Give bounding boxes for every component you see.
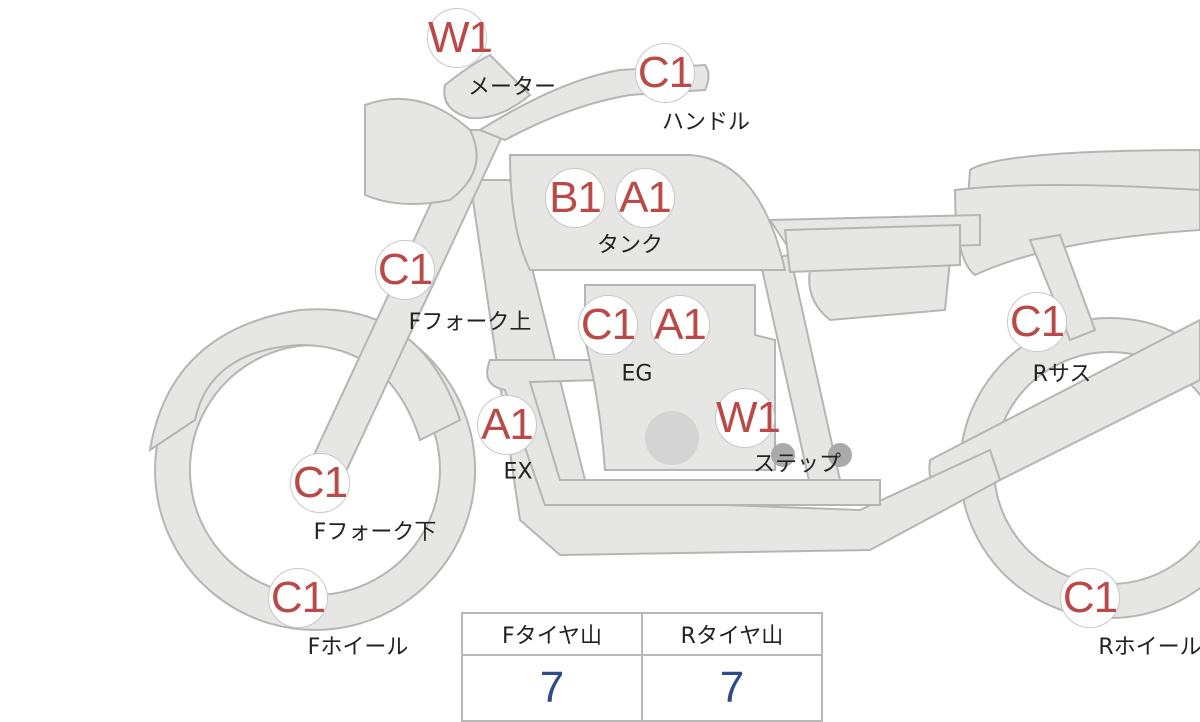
meter-rating-badge: W1 [427,8,493,68]
ex-rating-badge: A1 [477,395,537,455]
step-label: ステップ [752,452,842,477]
frame-mid [783,223,961,274]
handle-rating-badge: C1 [635,43,695,103]
meter-label: メーター [467,75,557,100]
frame-lower [468,179,1002,557]
r-wheel-label: Rホイール [1098,635,1200,660]
eg-rating-badge-c: C1 [578,295,638,355]
fork-upper-rating-badge: C1 [375,240,435,300]
handle-label: ハンドル [661,110,751,135]
step-rating-badge: W1 [715,388,781,448]
tire-tread-table: Fタイヤ山 Rタイヤ山 7 7 [461,612,823,722]
headlight [364,97,478,205]
tank-label: タンク [596,233,664,258]
eg-label: EG [621,361,653,387]
rear-fender [953,184,1200,277]
engine-cover [645,411,699,465]
f-wheel-label: Fホイール [307,635,409,660]
step-peg [771,443,795,467]
r-tire-header: Rタイヤ山 [641,612,823,656]
f-tire-header: Fタイヤ山 [461,612,643,656]
r-wheel-rating-badge: C1 [1060,568,1120,628]
eg-rating-badge-a: A1 [650,295,710,355]
tank-rating-badge-b: B1 [545,168,605,228]
step-peg-2 [828,443,852,467]
f-wheel-rating-badge: C1 [268,568,328,628]
meter-body [443,53,532,120]
fork-lower-label: Fフォーク下 [313,520,437,545]
exhaust [486,359,881,506]
f-tire-value: 7 [461,654,643,722]
fork-upper-label: Fフォーク上 [408,310,532,335]
ex-label: EX [503,459,533,485]
r-tire-value: 7 [641,654,823,722]
fork-lower-rating-badge: C1 [290,453,350,513]
r-sus-rating-badge: C1 [1007,292,1067,352]
r-sus-label: Rサス [1032,362,1092,387]
side-cover [808,258,952,322]
tank-rating-badge-a: A1 [615,168,675,228]
